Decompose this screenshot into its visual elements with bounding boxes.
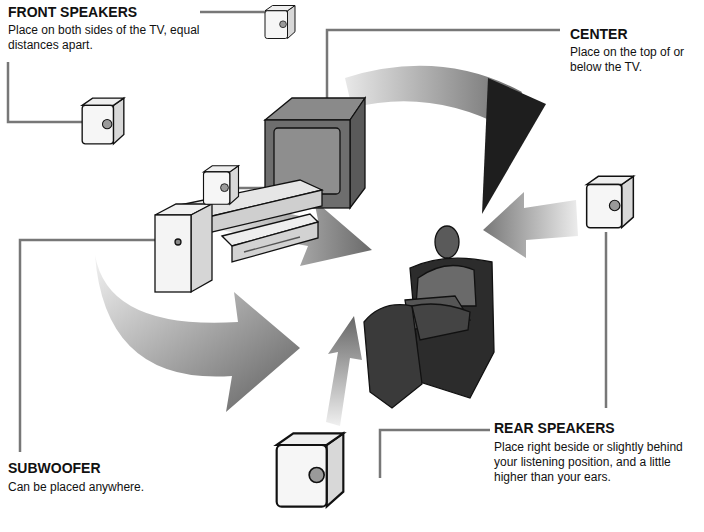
front-speaker	[265, 6, 295, 39]
callout-note: Place on the top of or below the TV.	[570, 45, 704, 75]
callout-heading: CENTER	[570, 26, 704, 44]
sound-arrow	[326, 316, 362, 426]
leader-line	[380, 430, 490, 478]
callout-heading: SUBWOOFER	[8, 460, 208, 478]
center-speaker	[204, 166, 239, 205]
listener-chair	[364, 226, 494, 408]
sound-arrow	[483, 192, 578, 258]
subwoofer-box	[155, 204, 212, 292]
front-speaker	[82, 98, 124, 144]
leader-lines	[8, 12, 606, 478]
callout-heading: REAR SPEAKERS	[494, 420, 704, 438]
callout-note: Place on both sides of the TV, equal dis…	[8, 23, 208, 53]
leader-line	[605, 232, 608, 408]
rear-speaker	[277, 433, 344, 506]
arrow-head	[482, 78, 546, 214]
callout-note: Can be placed anywhere.	[8, 480, 208, 495]
rear-speaker	[587, 176, 634, 227]
leader-line	[8, 62, 82, 122]
callout-heading: FRONT SPEAKERS	[8, 4, 208, 22]
leader-line	[200, 11, 266, 14]
callout-note: Place right beside or slightly behind yo…	[494, 440, 704, 485]
